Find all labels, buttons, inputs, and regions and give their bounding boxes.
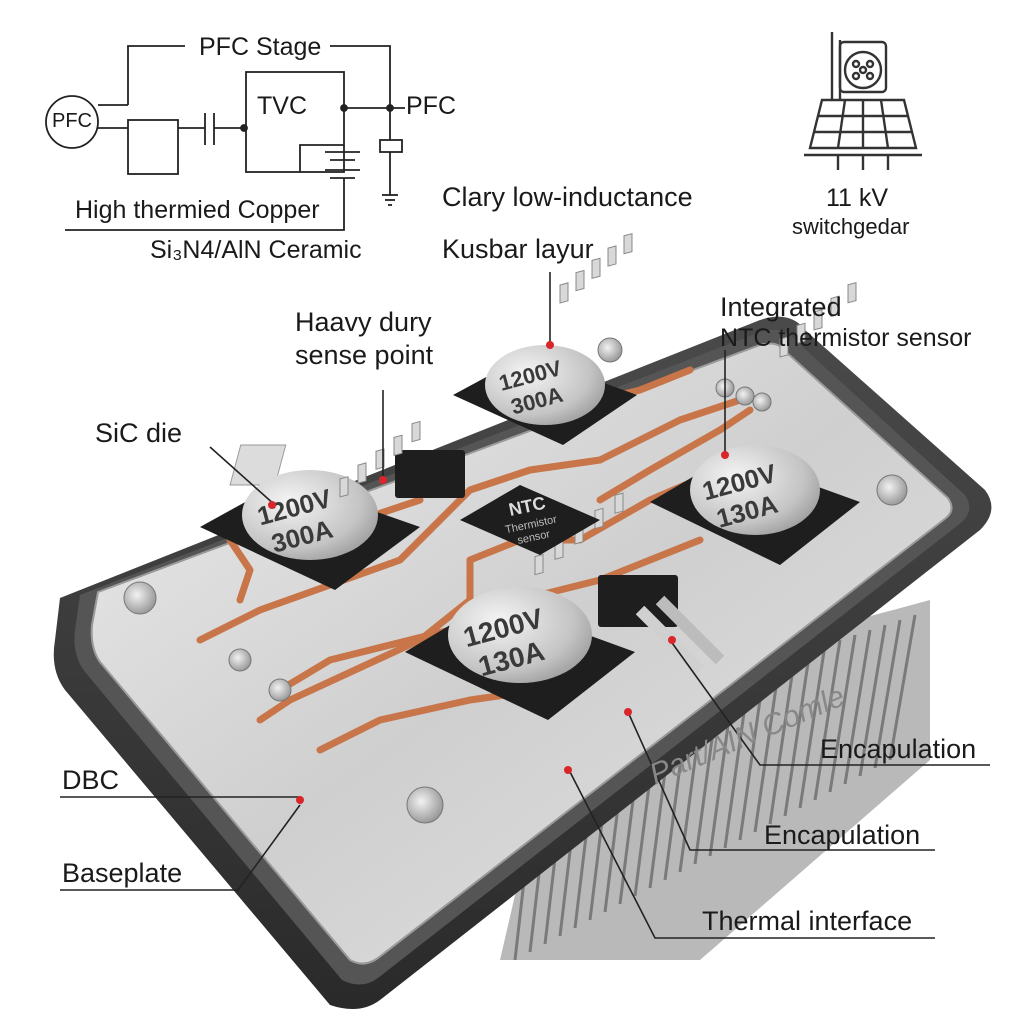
kusbar-label: Kusbar layur	[442, 234, 594, 264]
pfc-circle	[45, 95, 99, 149]
chip-pin	[357, 462, 367, 484]
schematic-block	[127, 119, 179, 175]
thermal-interface-label: Thermal interface	[702, 906, 913, 936]
tvc-block	[245, 71, 345, 173]
chip-bottom: 1200V 130A	[405, 587, 635, 720]
chip-pin	[375, 448, 385, 470]
baseplate-label: Baseplate	[62, 858, 183, 888]
chip-top: 1200V 300A	[453, 345, 637, 445]
tvc-label: TVC	[257, 92, 307, 120]
heatsink-fin	[828, 634, 857, 793]
heatsink-fin	[768, 654, 797, 825]
pfc-left-label: PFC	[52, 110, 92, 132]
switchgear-caption-line2: switchgedar	[792, 214, 910, 239]
clary-label: Clary low-inductance	[442, 182, 693, 212]
chip-pin	[534, 553, 544, 576]
pfc-stage-label: PFC Stage	[199, 33, 322, 61]
chip-pin	[796, 322, 806, 345]
switchgear-caption-line1: 11 kV	[826, 184, 889, 212]
chip-pins	[339, 233, 857, 576]
chip-pin	[411, 420, 421, 443]
chip-pin	[813, 309, 823, 331]
heatsink-fin	[798, 644, 827, 809]
chip-pin	[614, 492, 624, 514]
ntc-sensor: NTC Thermistor sensor	[460, 485, 600, 555]
heavy-duty-label-line2: sense point	[295, 340, 434, 370]
heatsink-fin	[813, 639, 842, 801]
dbc-label: DBC	[62, 765, 120, 795]
chip-pin	[623, 233, 633, 255]
leader-lines	[60, 272, 990, 939]
copper-label: High thermied Copper	[75, 196, 320, 224]
chip-pin	[607, 245, 617, 267]
encapsulation-label-2: Encapulation	[764, 820, 921, 850]
ceramic-label: Si₃N4/AlN Ceramic	[150, 236, 362, 264]
chip-pin	[591, 257, 601, 280]
integrated-label-line1: Integrated	[720, 292, 842, 322]
heatsink-fin	[783, 649, 812, 817]
heatsink-fin	[858, 624, 887, 777]
chip-pin	[779, 336, 789, 358]
pfc-right-label: PFC	[406, 92, 456, 120]
schematic	[45, 45, 405, 231]
integrated-label-line2: NTC thermistor sensor	[720, 324, 972, 352]
chip-pin	[847, 282, 857, 304]
marker-dots	[268, 341, 729, 804]
heatsink-fin	[843, 629, 872, 785]
chip-pin	[830, 295, 840, 317]
sic-die-label: SiC die	[95, 418, 183, 448]
chip-pin	[393, 434, 403, 457]
encapsulation-label-1: Encapulation	[820, 734, 977, 764]
chip-pin	[339, 476, 349, 498]
chip-pin	[559, 282, 569, 304]
switchgear-icon	[804, 32, 922, 170]
heatsink-fin	[888, 614, 917, 761]
chip-right: 1200V 130A	[650, 445, 860, 565]
heatsink-fin	[873, 619, 902, 769]
chip-pin	[575, 269, 585, 292]
heavy-duty-label-line1: Haavy dury	[295, 307, 432, 337]
screws	[123, 337, 908, 824]
